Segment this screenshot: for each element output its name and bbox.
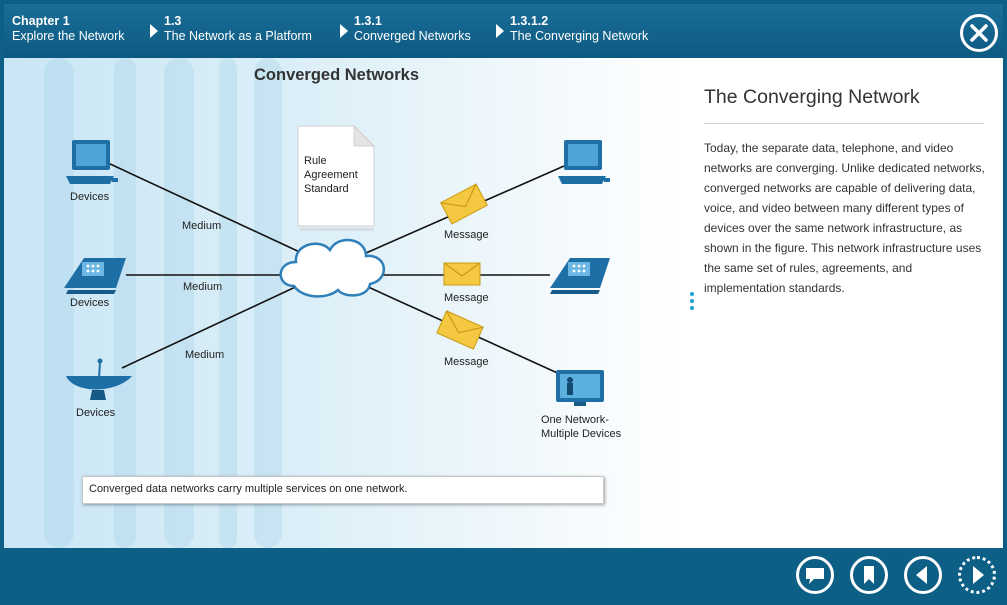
section-paragraph: Today, the separate data, telephone, and… bbox=[704, 141, 985, 295]
document-line: Rule bbox=[304, 155, 327, 167]
cloud-icon bbox=[279, 238, 386, 298]
breadcrumb-chapter[interactable]: Chapter 1 Explore the Network bbox=[12, 14, 125, 44]
device-label: Devices bbox=[70, 297, 110, 309]
breadcrumb-section[interactable]: 1.3 The Network as a Platform bbox=[164, 14, 312, 44]
destination-label-line: Multiple Devices bbox=[541, 428, 622, 440]
envelope-icon bbox=[440, 183, 488, 225]
bookmark-button[interactable] bbox=[850, 556, 888, 594]
document-text: Rule Agreement Standard bbox=[304, 154, 358, 196]
phone-icon bbox=[64, 258, 126, 294]
message-label: Message bbox=[444, 229, 489, 241]
more-options-icon[interactable] bbox=[690, 292, 696, 313]
breadcrumb-title: Explore the Network bbox=[12, 29, 125, 43]
destination-label-line: One Network- bbox=[541, 414, 609, 426]
comment-button[interactable] bbox=[796, 556, 834, 594]
envelope-icon bbox=[436, 310, 484, 350]
breadcrumb-title: The Network as a Platform bbox=[164, 29, 312, 43]
content-area: Converged Networks bbox=[4, 58, 1003, 548]
breadcrumb-number: 1.3.1.2 bbox=[510, 14, 549, 28]
breadcrumb-title: The Converging Network bbox=[510, 29, 649, 43]
breadcrumb-separator-icon bbox=[340, 24, 348, 38]
footer-bar bbox=[4, 548, 1003, 601]
link-satellite bbox=[121, 282, 305, 369]
comment-icon bbox=[806, 568, 824, 584]
document-line: Agreement bbox=[304, 169, 358, 181]
breadcrumb-number: Chapter 1 bbox=[12, 14, 70, 28]
document-line: Standard bbox=[304, 183, 349, 195]
breadcrumb-number: 1.3 bbox=[164, 14, 182, 28]
next-button[interactable] bbox=[958, 556, 996, 594]
computer-icon bbox=[558, 140, 610, 184]
title-divider bbox=[704, 123, 984, 124]
previous-button[interactable] bbox=[904, 556, 942, 594]
breadcrumb-number: 1.3.1 bbox=[354, 14, 382, 28]
medium-label: Medium bbox=[183, 281, 223, 293]
satellite-dish-icon bbox=[66, 358, 132, 400]
section-title: The Converging Network bbox=[704, 86, 920, 108]
link-computer bbox=[107, 162, 305, 255]
television-icon bbox=[556, 370, 604, 406]
envelope-icon bbox=[443, 262, 481, 286]
breadcrumb-title: Converged Networks bbox=[354, 29, 471, 43]
breadcrumb-separator-icon bbox=[150, 24, 158, 38]
medium-label: Medium bbox=[185, 349, 225, 361]
phone-icon bbox=[550, 258, 610, 294]
message-label: Message bbox=[444, 292, 489, 304]
breadcrumb-topic[interactable]: 1.3.1.2 The Converging Network bbox=[510, 14, 648, 44]
close-icon bbox=[970, 24, 988, 42]
breadcrumb-separator-icon bbox=[496, 24, 504, 38]
network-diagram bbox=[64, 124, 610, 406]
device-label: Devices bbox=[76, 407, 116, 419]
bookmark-icon bbox=[864, 566, 874, 584]
previous-icon bbox=[916, 566, 927, 584]
destination-label: One Network- Multiple Devices bbox=[541, 413, 621, 441]
figure-title: Converged Networks bbox=[254, 66, 420, 84]
medium-label: Medium bbox=[182, 220, 222, 232]
computer-icon bbox=[66, 140, 118, 184]
close-button[interactable] bbox=[960, 14, 998, 52]
message-label: Message bbox=[444, 356, 489, 368]
device-label: Devices bbox=[70, 191, 110, 203]
breadcrumb-subsection[interactable]: 1.3.1 Converged Networks bbox=[354, 14, 471, 44]
document-icon bbox=[297, 124, 376, 231]
header-bar: Chapter 1 Explore the Network 1.3 The Ne… bbox=[4, 4, 1003, 58]
next-icon bbox=[973, 566, 984, 584]
figure-caption: Converged data networks carry multiple s… bbox=[82, 476, 604, 504]
figure-caption-text: Converged data networks carry multiple s… bbox=[89, 483, 408, 495]
